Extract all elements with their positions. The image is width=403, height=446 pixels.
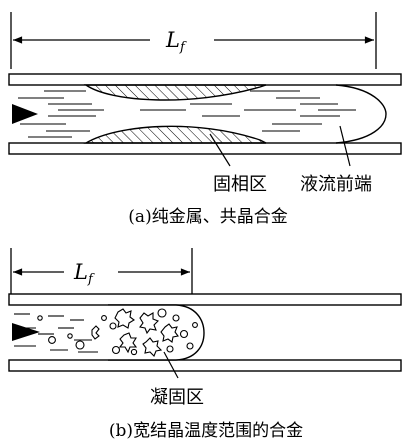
flow-length-label-a: Lf (165, 28, 187, 55)
solid-shell-lower-a (83, 125, 267, 144)
liquid-flow-lines-a (18, 90, 356, 138)
channel-upper-wall-a (8, 73, 402, 86)
panel-a: Lf (8, 12, 402, 227)
length-dimension-a (10, 12, 377, 69)
channel-lower-wall-a (8, 142, 402, 155)
melt-front-leader-a (339, 125, 351, 167)
length-dimension-b (10, 248, 193, 296)
solid-zone-leader-a (209, 133, 231, 167)
mushy-zone-leader-b (163, 351, 179, 379)
crystal-nuclei (37, 315, 107, 350)
solid-shell-upper-a (83, 84, 267, 101)
equiaxed-grains (109, 308, 198, 357)
channel-lower-wall-b (8, 359, 402, 372)
solid-zone-label: 固相区 (213, 174, 267, 195)
flow-direction-arrow-b (12, 323, 40, 341)
melt-front-label: 液流前端 (300, 174, 372, 195)
caption-a: (a)纯金属、共晶合金 (128, 207, 287, 227)
panel-b: Lf (8, 248, 402, 441)
flow-length-label-b: Lf (73, 260, 95, 287)
mushy-zone-label: 凝固区 (150, 387, 204, 408)
melt-front-a (335, 84, 387, 144)
caption-b: (b)宽结晶温度范围的合金 (109, 421, 303, 441)
channel-upper-wall-b (8, 293, 402, 306)
flow-direction-arrow-a (12, 104, 38, 124)
